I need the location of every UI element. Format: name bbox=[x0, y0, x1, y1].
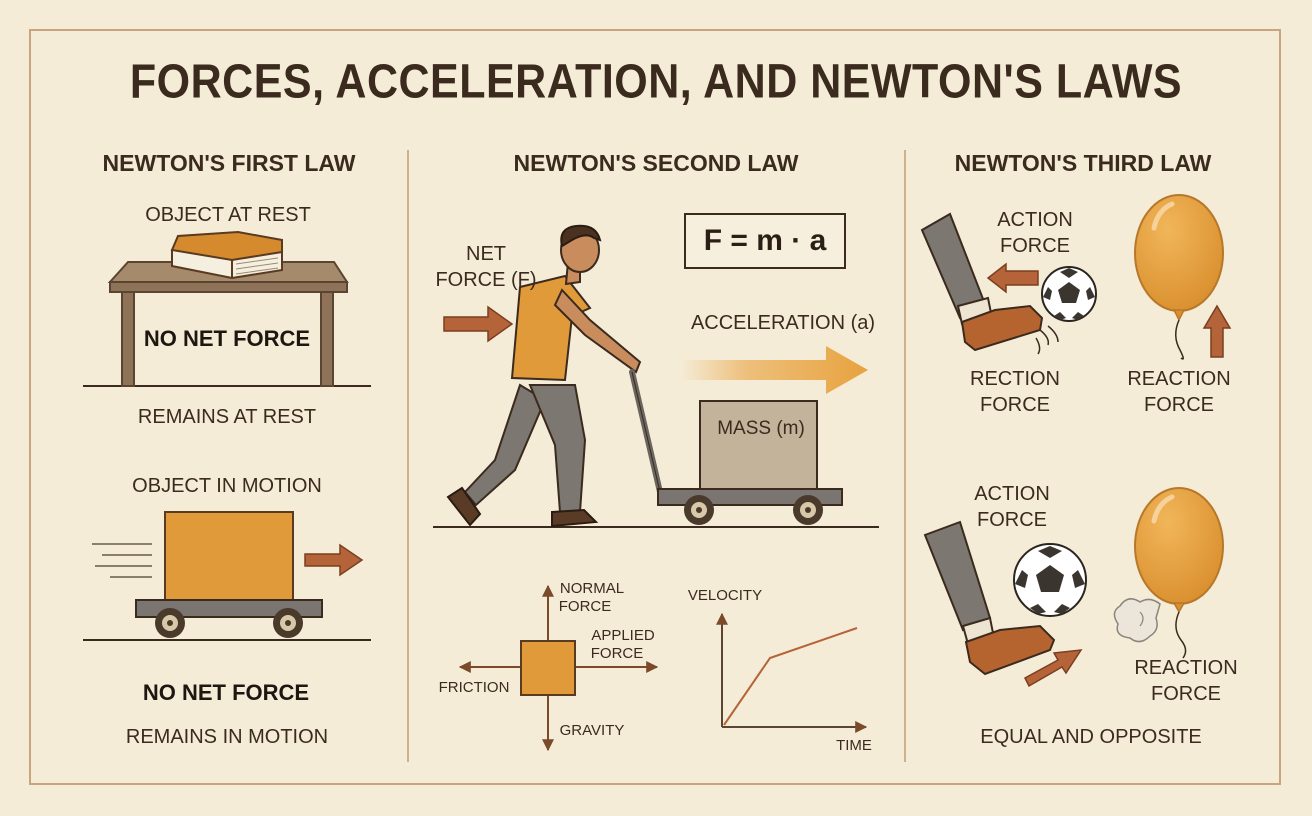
up-arrow-icon bbox=[1202, 304, 1232, 358]
normal-force-label-line2: FORCE bbox=[558, 598, 612, 615]
page-title: FORCES, ACCELERATION, AND NEWTON'S LAWS bbox=[129, 55, 1183, 109]
object-in-motion-label: OBJECT IN MOTION bbox=[132, 475, 322, 497]
formula-box: F = m · a bbox=[684, 213, 846, 269]
cart-with-mass-illustration bbox=[629, 369, 843, 525]
velocity-time-graph bbox=[716, 612, 868, 733]
net-force-arrow-icon bbox=[443, 305, 514, 343]
second-law-heading: NEWTON'S SECOND LAW bbox=[513, 150, 799, 176]
applied-force-label-line2: FORCE bbox=[590, 645, 644, 662]
net-force-label-line1: NET bbox=[466, 243, 506, 265]
no-net-force-label-motion: NO NET FORCE bbox=[142, 680, 310, 705]
gravity-label: GRAVITY bbox=[559, 722, 625, 739]
velocity-axis-label: VELOCITY bbox=[687, 587, 763, 604]
book-icon bbox=[170, 230, 283, 280]
air-puff-icon bbox=[1113, 598, 1161, 643]
first-law-heading: NEWTON'S FIRST LAW bbox=[102, 150, 356, 176]
top-reaction-right-label-line1: REACTION bbox=[1127, 368, 1231, 390]
fbd-block bbox=[520, 640, 576, 696]
equal-and-opposite-label: EQUAL AND OPPOSITE bbox=[980, 726, 1202, 748]
action-arrow-icon-top bbox=[986, 262, 1039, 294]
net-force-label-line2: FORCE (F) bbox=[435, 269, 537, 291]
table-illustration bbox=[83, 261, 371, 387]
outer-frame bbox=[29, 29, 1281, 785]
leg-kicking-illustration-top bbox=[920, 212, 1059, 355]
motion-arrow-icon bbox=[304, 543, 364, 577]
friction-label: FRICTION bbox=[438, 679, 510, 696]
formula-text: F = m · a bbox=[703, 224, 827, 257]
top-action-label-line2: FORCE bbox=[1000, 235, 1070, 257]
free-body-diagram bbox=[458, 584, 659, 752]
action-arrow-icon-bottom bbox=[1024, 649, 1083, 688]
bottom-reaction-label-line2: FORCE bbox=[1151, 683, 1221, 705]
top-action-label-line1: ACTION bbox=[997, 209, 1073, 231]
top-reaction-right-label-line2: FORCE bbox=[1144, 394, 1214, 416]
third-law-heading: NEWTON'S THIRD LAW bbox=[954, 150, 1212, 176]
shoe-icon bbox=[960, 304, 1044, 352]
leg-kicking-illustration-bottom bbox=[923, 520, 1056, 676]
cart-illustration bbox=[83, 511, 371, 641]
balloon-icon-bottom bbox=[1134, 487, 1224, 659]
soccer-ball-icon-bottom bbox=[1013, 543, 1087, 617]
bottom-action-label-line2: FORCE bbox=[977, 509, 1047, 531]
top-reaction-left-label-line1: RECTION bbox=[970, 368, 1060, 390]
acceleration-label: ACCELERATION (a) bbox=[690, 312, 876, 334]
remains-in-motion-label: REMAINS IN MOTION bbox=[125, 726, 329, 748]
mass-label: MASS (m) bbox=[717, 418, 805, 439]
soccer-ball-icon-top bbox=[1041, 266, 1097, 322]
no-net-force-label-rest: NO NET FORCE bbox=[143, 326, 311, 351]
top-reaction-left-label-line2: FORCE bbox=[980, 394, 1050, 416]
bottom-action-label-line1: ACTION bbox=[974, 483, 1050, 505]
time-axis-label: TIME bbox=[836, 737, 872, 754]
applied-force-label-line1: APPLIED bbox=[591, 627, 655, 644]
remains-at-rest-label: REMAINS AT REST bbox=[137, 406, 317, 428]
acceleration-arrow-icon bbox=[680, 346, 868, 394]
object-at-rest-label: OBJECT AT REST bbox=[145, 204, 311, 226]
velocity-line bbox=[723, 627, 858, 726]
bottom-reaction-label-line1: REACTION bbox=[1134, 657, 1238, 679]
person-pushing-cart-illustration bbox=[446, 224, 642, 528]
balloon-icon-top bbox=[1134, 194, 1224, 360]
shoe-icon-bottom bbox=[964, 624, 1056, 676]
normal-force-label-line1: NORMAL bbox=[559, 580, 625, 597]
